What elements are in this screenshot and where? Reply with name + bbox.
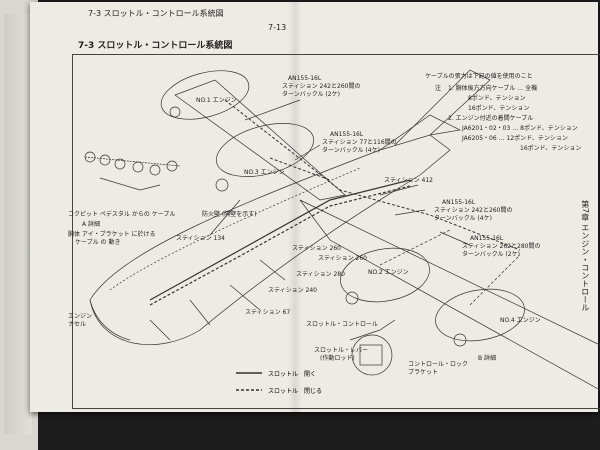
book-spread: 7-3 スロットル・コントロール系統図 7-13 7-3 スロットル・コントロー… [30,2,600,412]
callout-engine: エンジン [68,313,93,320]
callout-an-mid-3: ターンバックル (4ケ) [322,147,380,154]
label-lock-lever: コントロール・ロック [408,361,469,368]
label-lever-stop: (作動ロッド) [320,355,355,362]
callout-station-240: スティション 240 [268,287,317,294]
left-page-strip [4,14,32,434]
callout-cockpit-cable: コクピット ペデスタル からの ケーブル [68,211,176,218]
callout-an-right-b3: ターンバックル (2ケ) [462,251,520,258]
note2b-text: JA6205・06 … 12ポンド、テンション [462,135,568,142]
callout-an-right-b: AN155-16L [470,235,504,242]
note2c-text: 16ポンド、テンション [520,145,582,152]
label-throttle-ctrl: スロットル・コントロール [306,321,379,328]
note1-label: 注 [435,85,442,92]
callout-an-top: AN155-16L [288,75,322,82]
callout-pulley: 胴体 アイ・ブラケット に於ける [68,231,156,238]
legend-close: スロットル 閉じる [268,388,323,395]
callout-station-260: スティション 260 [292,245,341,252]
callout-station-260b: スティション 260 [318,255,367,262]
callout-an-mid: AN155-16L [330,131,364,138]
page-side-label: 第7章 エンジン・コントロール [580,200,590,312]
callout-engine-2: ナセル [68,321,87,328]
callout-station-280: スティション 280 [296,271,345,278]
callout-an-right-3: ターンバックル (4ケ) [434,215,492,222]
callout-an-top-2: スティション 242と260間の [282,83,361,90]
callout-an-right-2: スティション 242と260間の [434,207,513,214]
callout-pulley-2: ケーブル の 動き [75,239,121,246]
callout-an-top-3: ターンバックル (2ケ) [282,91,340,98]
label-no1-engine: NO.1 エンジン [196,97,237,104]
diagram-frame [72,54,600,409]
label-detail-b: B 詳細 [478,355,497,362]
callout-a-detail: A 詳細 [82,221,101,228]
callout-station-67: スティション 67 [245,309,291,316]
callout-station-412: スティション 412 [384,177,433,184]
book-spine [288,2,302,412]
header-page-number: 7-13 [268,23,287,32]
label-no4-engine: NO.4 エンジン [500,317,541,324]
note-heading: ケーブルの張力は下記の値を使用のこと [425,73,533,80]
note2a-text: JA6201・02・03 … 8ポンド、テンション [462,125,578,132]
legend-open: スロットル 開く [268,371,317,378]
label-throttle-lever: スロットル・レバー [314,347,369,354]
callout-firewall: 防火壁 (隔壁を示す) [202,211,257,218]
note2-text: 2. エンジン付近の着間ケーブル [448,115,534,122]
callout-an-right: AN155-16L [442,199,476,206]
header-section-title: 7-3 スロットル・コントロール系統図 [88,9,224,18]
label-lock-bracket: ブラケット [408,369,439,376]
callout-station-134: スティション 134 [176,235,225,242]
note1b-text: 16ポンド、テンション [468,105,530,112]
label-no3-engine: NO.3 エンジン [244,169,285,176]
label-no2-engine: NO.2 エンジン [368,269,409,276]
note1-text: 1. 胴体後方方向ケーブル … 全機 [448,85,538,92]
callout-an-right-b2: スティション 262と280間の [462,243,541,250]
diagram-title: 7-3 スロットル・コントロール系統図 [78,41,233,51]
note1a-text: 8ポンド、テンション [468,95,526,102]
callout-an-mid-2: スティション 77と116間の [322,139,397,146]
